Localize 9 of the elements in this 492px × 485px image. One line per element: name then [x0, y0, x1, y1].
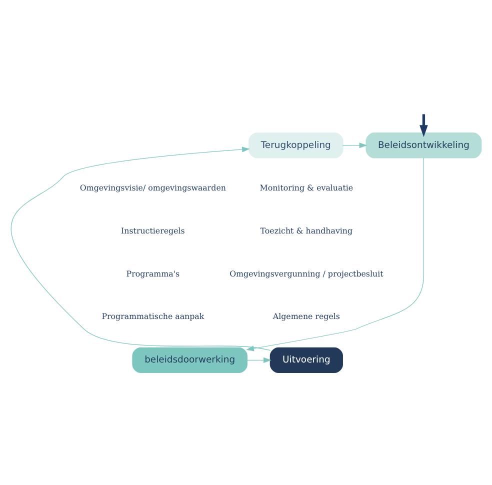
node-box: Terugkoppeling [248, 132, 344, 158]
arrow [342, 142, 368, 148]
arrow [420, 114, 428, 137]
node-box: Beleidsontwikkeling [366, 132, 482, 158]
arrow [246, 157, 424, 351]
node-box: Uitvoering [270, 346, 343, 373]
node-box: beleidsdoorwerking [132, 346, 248, 373]
arrow [10, 146, 271, 350]
arrow [246, 356, 272, 362]
